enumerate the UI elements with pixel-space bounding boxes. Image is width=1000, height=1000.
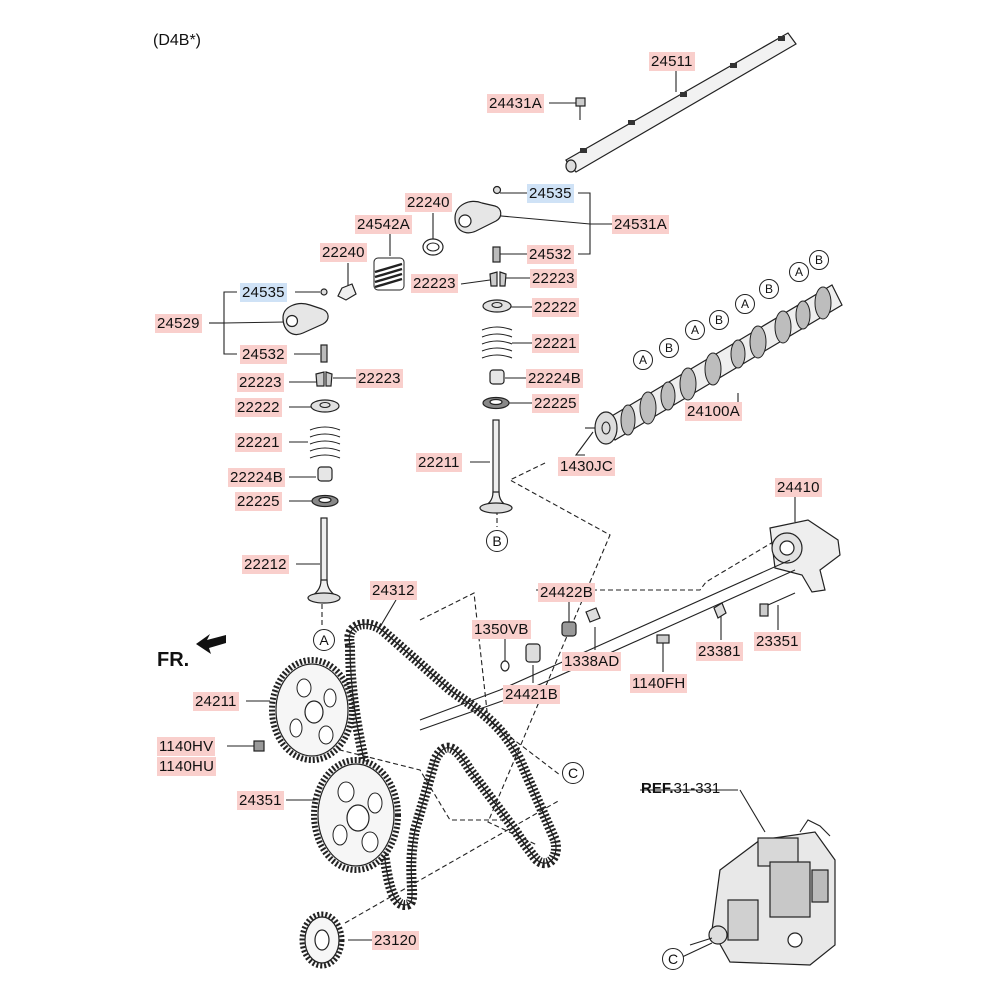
label-24422b[interactable]: 24422B [538, 583, 595, 602]
right-valve-stack-drawing [479, 271, 513, 514]
marker-a: A [313, 629, 335, 651]
spring-24542a-drawing [373, 257, 405, 291]
label-1430jc[interactable]: 1430JC [558, 457, 615, 476]
rocker-arm-right-drawing [422, 185, 502, 263]
left-valve-stack-drawing [307, 371, 341, 604]
label-24511[interactable]: 24511 [649, 52, 695, 71]
cam-marker-b1: B [659, 338, 679, 358]
injection-pump-drawing [689, 819, 836, 966]
label-22223-right-2[interactable]: 22223 [530, 269, 577, 288]
label-1350vb[interactable]: 1350VB [472, 620, 531, 639]
front-arrow-drawing [196, 634, 226, 654]
marker-c-belt: C [562, 762, 584, 784]
label-22240-upper[interactable]: 22240 [405, 193, 452, 212]
label-22221-left[interactable]: 22221 [235, 433, 282, 452]
ref-label[interactable]: REF.31-331 [641, 780, 720, 797]
label-23381[interactable]: 23381 [696, 642, 743, 661]
label-24529[interactable]: 24529 [155, 314, 202, 333]
camshaft-drawing [585, 284, 843, 445]
label-22223-right-1[interactable]: 22223 [411, 274, 458, 293]
marker-c-pump: C [662, 948, 684, 970]
label-1140fh[interactable]: 1140FH [630, 674, 688, 693]
label-22225-left[interactable]: 22225 [235, 492, 282, 511]
label-24211[interactable]: 24211 [193, 692, 239, 711]
label-24351[interactable]: 24351 [237, 791, 284, 810]
label-24535-left[interactable]: 24535 [240, 283, 287, 302]
cam-sprocket-drawing [253, 657, 355, 763]
label-24532-upper[interactable]: 24532 [527, 245, 574, 264]
cam-marker-b4: B [809, 250, 829, 270]
cam-marker-a4: A [789, 262, 809, 282]
label-22224b-right[interactable]: 22224B [526, 369, 583, 388]
cam-marker-a3: A [735, 294, 755, 314]
ref-prefix: REF. [641, 780, 674, 797]
label-24531a[interactable]: 24531A [612, 215, 669, 234]
crank-pulley-drawing [299, 911, 345, 969]
label-22225-right[interactable]: 22225 [532, 394, 579, 413]
label-24431a[interactable]: 24431A [487, 94, 544, 113]
rocker-arm-left-drawing [282, 288, 329, 363]
front-indicator-label: FR. [157, 649, 190, 671]
label-23120[interactable]: 23120 [372, 931, 419, 950]
label-24100a[interactable]: 24100A [685, 402, 742, 421]
label-22224b-left[interactable]: 22224B [228, 468, 285, 487]
label-24542a[interactable]: 24542A [355, 215, 412, 234]
cam-marker-a1: A [633, 350, 653, 370]
marker-b: B [486, 530, 508, 552]
label-1140hu[interactable]: 1140HU [157, 757, 217, 776]
label-22221-right[interactable]: 22221 [532, 334, 579, 353]
rocker-shaft-drawing [565, 32, 797, 173]
label-24535-upper[interactable]: 24535 [527, 184, 574, 203]
label-24312[interactable]: 24312 [370, 581, 417, 600]
timing-belt-drawing [344, 619, 561, 911]
label-22222-right[interactable]: 22222 [532, 298, 579, 317]
label-1140hv[interactable]: 1140HV [157, 737, 216, 756]
label-23351[interactable]: 23351 [754, 632, 801, 651]
engine-code-label: (D4B*) [153, 32, 202, 49]
cam-marker-b2: B [709, 310, 729, 330]
label-22212[interactable]: 22212 [242, 555, 289, 574]
label-24532-left[interactable]: 24532 [240, 345, 287, 364]
label-22222-left[interactable]: 22222 [235, 398, 282, 417]
crank-sprocket-drawing [311, 757, 401, 873]
label-22240-mid[interactable]: 22240 [320, 243, 367, 262]
label-22223-left-2[interactable]: 22223 [356, 369, 403, 388]
cam-marker-a2: A [685, 320, 705, 340]
label-1338ad[interactable]: 1338AD [562, 652, 622, 671]
label-24421b[interactable]: 24421B [503, 685, 560, 704]
tensioner-small-parts-drawing [500, 592, 796, 672]
label-22211[interactable]: 22211 [416, 453, 462, 472]
label-24410[interactable]: 24410 [775, 478, 822, 497]
label-22223-left-1[interactable]: 22223 [237, 373, 284, 392]
cam-marker-b3: B [759, 279, 779, 299]
ref-number: 31-331 [673, 780, 721, 797]
leader-lines [209, 70, 811, 959]
